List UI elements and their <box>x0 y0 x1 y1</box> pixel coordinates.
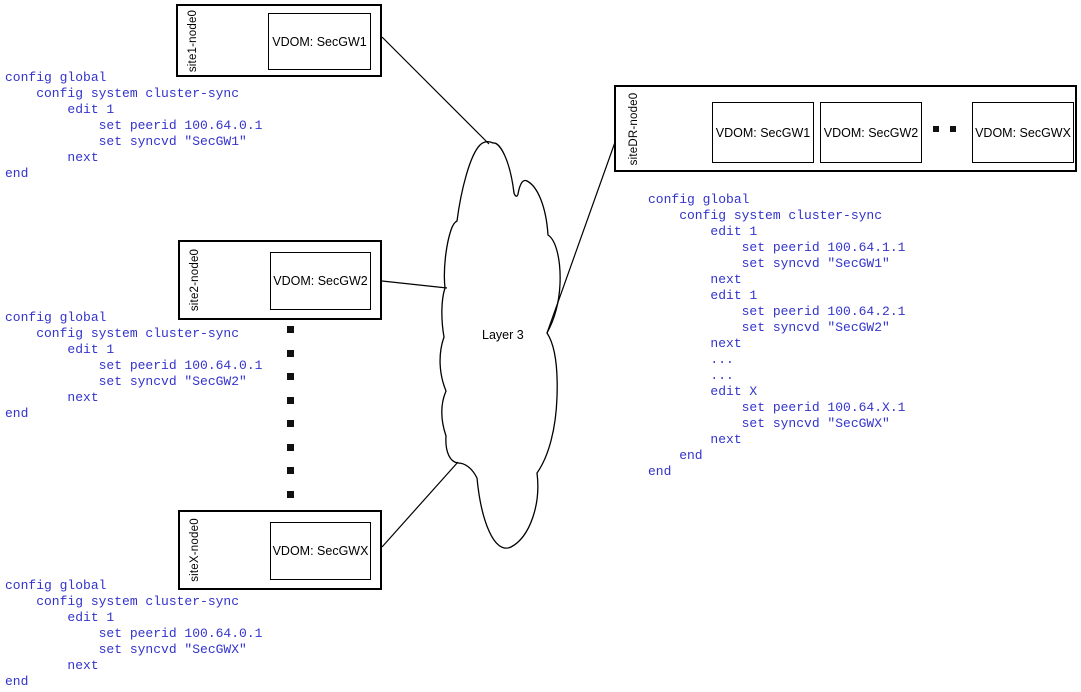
horizontal-ellipsis-dots <box>933 126 956 132</box>
vdom-box-dr-secgw1: VDOM: SecGW1 <box>712 102 814 163</box>
vertical-ellipsis-dots <box>287 326 294 498</box>
link-siteX-cloud <box>381 461 459 548</box>
node-label-site2: site2-node0 <box>189 248 201 312</box>
node-label-siteX: siteX-node0 <box>189 518 201 582</box>
node-box-siteX: siteX-node0 VDOM: SecGWX <box>178 510 382 590</box>
vdom-box-secgwX: VDOM: SecGWX <box>270 522 371 580</box>
dot <box>287 443 294 451</box>
dot <box>287 467 294 475</box>
dot <box>287 349 294 357</box>
node-label-siteDR: siteDR-node0 <box>628 92 640 165</box>
vdom-box-secgw1: VDOM: SecGW1 <box>268 13 371 70</box>
vdom-box-dr-secgwX: VDOM: SecGWX <box>972 102 1074 163</box>
node-label-site1: site1-node0 <box>187 9 199 72</box>
link-cloud-siteDR <box>546 130 620 334</box>
vdom-box-dr-secgw2: VDOM: SecGW2 <box>820 102 922 163</box>
dot <box>933 126 939 132</box>
vdom-box-secgw2: VDOM: SecGW2 <box>270 252 371 310</box>
link-site2-cloud <box>381 280 448 289</box>
config-block-site2: config global config system cluster-sync… <box>5 310 263 421</box>
dot <box>287 326 294 333</box>
node-box-site1: site1-node0 VDOM: SecGW1 <box>176 4 382 77</box>
layer3-cloud-shape <box>439 141 561 549</box>
dot <box>287 373 294 381</box>
dot <box>287 396 294 404</box>
dot <box>287 420 294 428</box>
dot <box>950 126 956 132</box>
node-box-site2: site2-node0 VDOM: SecGW2 <box>178 240 382 320</box>
config-block-siteDR: config global config system cluster-sync… <box>648 192 906 479</box>
config-block-siteX: config global config system cluster-sync… <box>5 578 263 689</box>
node-box-siteDR: siteDR-node0 VDOM: SecGW1 VDOM: SecGW2 V… <box>614 85 1077 172</box>
link-site1-cloud <box>381 36 490 145</box>
dot <box>287 490 294 498</box>
cloud-label: Layer 3 <box>482 328 524 342</box>
config-block-site1: config global config system cluster-sync… <box>5 70 263 181</box>
